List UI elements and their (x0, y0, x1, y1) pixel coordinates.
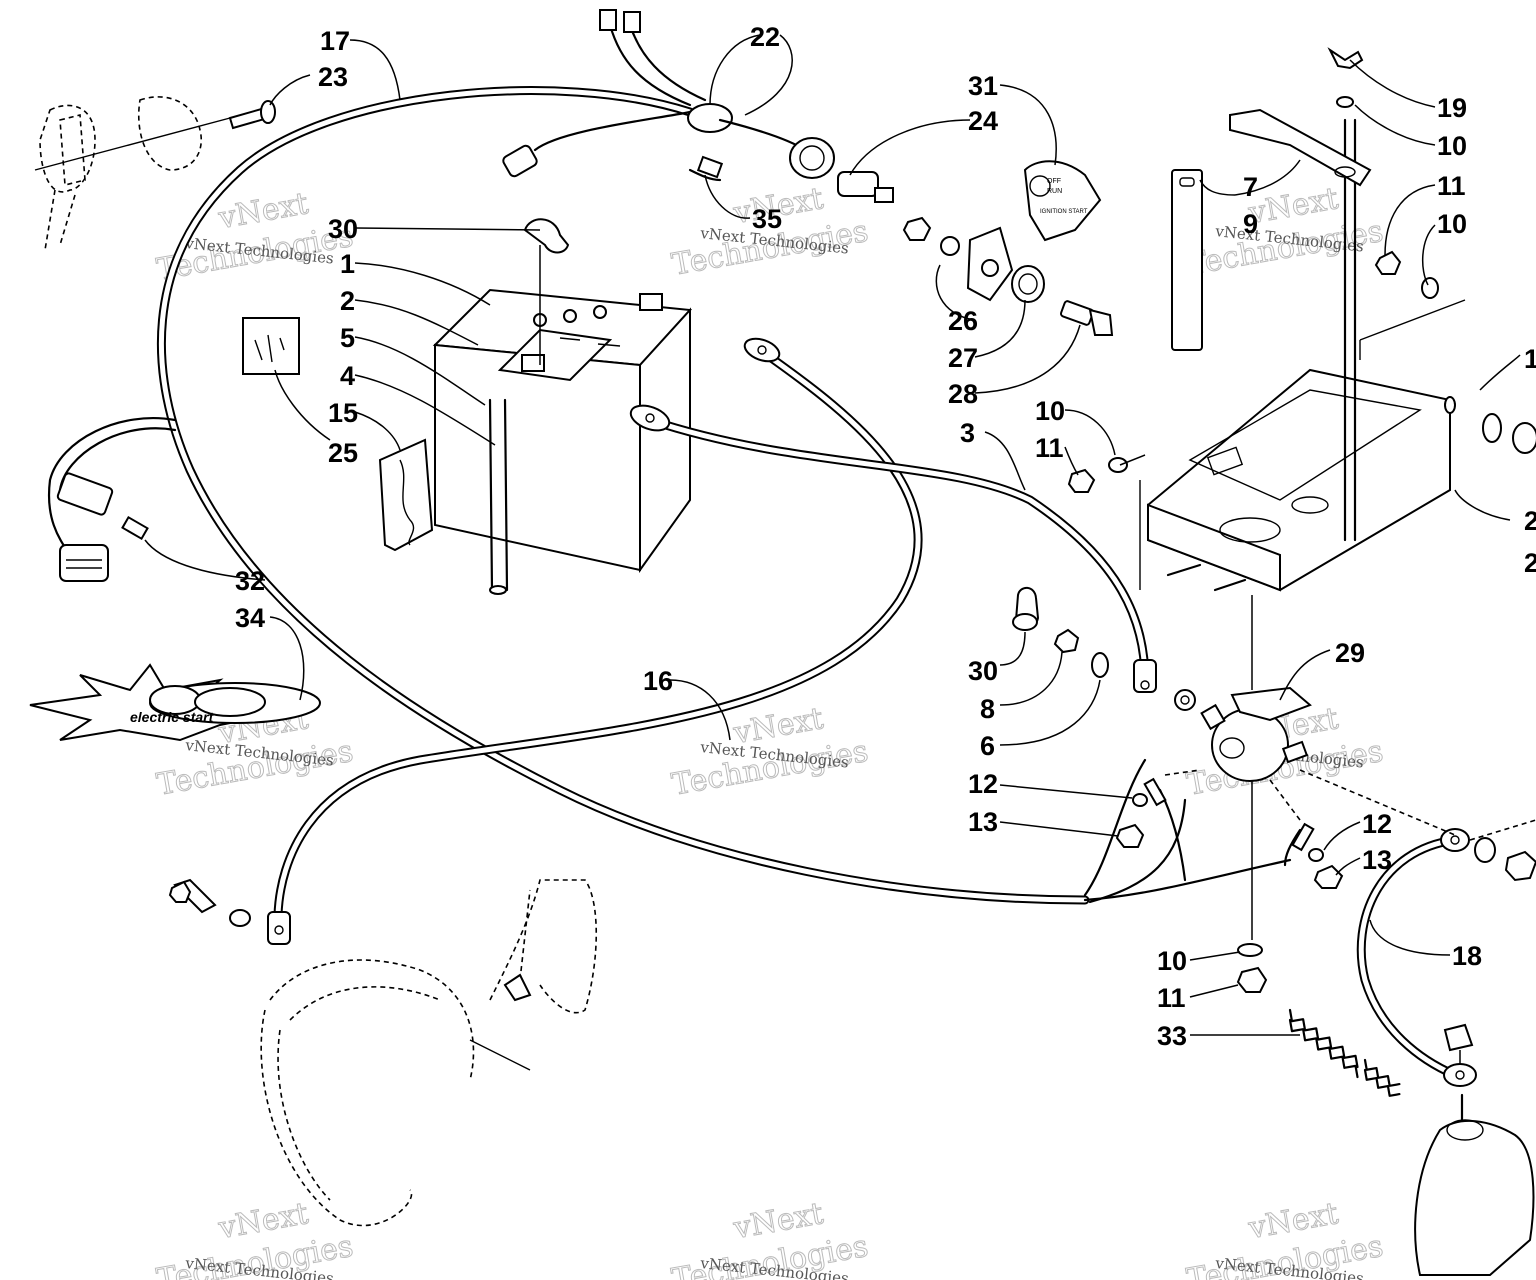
decal-start: IGNITION START (1040, 209, 1088, 215)
recoil-housing (168, 878, 598, 1227)
callout-5: 5 (340, 323, 355, 353)
callout-22: 22 (750, 22, 780, 52)
callout-edge-1: 1 (1524, 344, 1536, 374)
callout-12a: 12 (968, 769, 998, 799)
callout-29: 29 (1335, 638, 1365, 668)
callout-3: 3 (960, 418, 975, 448)
console-outline (34, 96, 276, 251)
ignition-wire-bundle (599, 9, 835, 182)
battery-terminal-pos (639, 293, 663, 311)
callout-30a: 30 (328, 214, 358, 244)
connector-block (56, 472, 114, 516)
wiring-harness (47, 86, 1292, 905)
decal-off: OFF (1047, 178, 1061, 185)
callout-6: 6 (980, 731, 995, 761)
ignition-decal (1023, 160, 1102, 242)
callout-25: 25 (328, 438, 358, 468)
callout-8: 8 (980, 694, 995, 724)
warning-decal (242, 317, 300, 375)
battery-pad (378, 438, 434, 552)
callout-10c: 10 (1437, 209, 1467, 239)
small-decals (242, 317, 434, 552)
callout-32: 32 (235, 566, 265, 596)
callout-edge-2a: 2 (1524, 506, 1536, 536)
fuse-holder (59, 544, 109, 582)
callout-10a: 10 (1035, 396, 1065, 426)
callout-30b: 30 (968, 656, 998, 686)
callout-13a: 13 (968, 807, 998, 837)
callout-10d: 10 (1157, 946, 1187, 976)
decal-run: RUN (1047, 188, 1062, 195)
callout-18: 18 (1452, 941, 1482, 971)
battery (432, 218, 693, 595)
callout-labels: 17 23 22 31 24 35 30 1 2 5 4 15 25 26 27… (235, 22, 1536, 1051)
callout-35: 35 (752, 204, 782, 234)
ignition-switch-assembly: OFF RUN IGNITION START (837, 160, 1114, 336)
callout-23: 23 (318, 62, 348, 92)
callout-17: 17 (320, 26, 350, 56)
callout-7: 7 (1243, 172, 1258, 202)
callout-edge-2b: 2 (1524, 548, 1536, 578)
es-logo-decal: electric start (29, 663, 321, 742)
fuse (121, 515, 149, 541)
callout-27: 27 (948, 343, 978, 373)
callout-9: 9 (1243, 209, 1258, 239)
callout-19: 19 (1437, 93, 1467, 123)
callout-13b: 13 (1362, 845, 1392, 875)
battery-terminal-neg (521, 354, 545, 372)
ignition-key (1060, 300, 1094, 326)
callout-16: 16 (643, 666, 673, 696)
callout-34: 34 (235, 603, 265, 633)
callout-33: 33 (1157, 1021, 1187, 1051)
callout-11c: 11 (1157, 983, 1186, 1013)
callout-28: 28 (948, 379, 978, 409)
ignition-switch-body (789, 137, 835, 179)
starter-solenoid (1143, 595, 1456, 940)
callout-24: 24 (968, 106, 998, 136)
leader-lines (144, 34, 1521, 1036)
callout-11b: 11 (1437, 171, 1466, 201)
callout-11a: 11 (1035, 433, 1064, 463)
callout-31: 31 (968, 71, 998, 101)
callout-12b: 12 (1362, 809, 1392, 839)
harness-end-connector (502, 144, 538, 178)
callout-10b: 10 (1437, 131, 1467, 161)
callout-2: 2 (340, 286, 355, 316)
springs (1288, 1008, 1401, 1097)
solenoid-hardware (1012, 586, 1536, 993)
bezel-nut (1011, 265, 1045, 303)
logo-text: electric start (130, 709, 215, 725)
battery-cables (267, 337, 1477, 1087)
callout-15: 15 (328, 398, 358, 428)
callout-1: 1 (340, 249, 355, 279)
callout-4: 4 (340, 361, 355, 391)
starter-motor (1414, 1023, 1535, 1276)
terminal-cover (523, 218, 570, 254)
callout-26: 26 (948, 306, 978, 336)
